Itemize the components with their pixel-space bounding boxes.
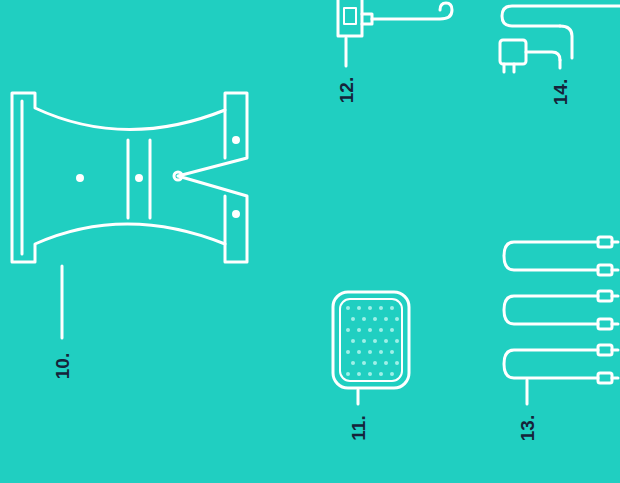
pad-dot — [390, 350, 394, 354]
pad-dot — [357, 328, 361, 332]
callout-number: 14. — [551, 79, 570, 105]
callout-number: 11. — [349, 415, 368, 440]
callout-number: 10. — [53, 353, 72, 379]
pad-dot — [384, 339, 388, 343]
pad-dot — [379, 350, 383, 354]
pad-dot — [351, 339, 355, 343]
pad-dot — [368, 350, 372, 354]
pad-dot — [390, 306, 394, 310]
pad-dot — [368, 328, 372, 332]
stand-drawing — [12, 93, 247, 338]
pad-dot — [346, 350, 350, 354]
pad-dot — [384, 317, 388, 321]
pad-dot — [368, 372, 372, 376]
pad-dot — [362, 361, 366, 365]
pad-dot — [362, 339, 366, 343]
pad-dot — [368, 306, 372, 310]
pad-drawing — [333, 292, 409, 404]
clip-drawing — [338, 0, 452, 66]
pad-dot — [379, 306, 383, 310]
pad-dot — [379, 328, 383, 332]
pad-dot — [362, 317, 366, 321]
pad-dot — [351, 317, 355, 321]
callout-number: 12. — [337, 77, 356, 103]
pad-dot — [384, 361, 388, 365]
pad-dot — [390, 328, 394, 332]
callout-number: 13. — [518, 415, 537, 441]
pad-dot — [351, 361, 355, 365]
pad-dot — [373, 339, 377, 343]
pad-dot — [346, 328, 350, 332]
pad-dot — [357, 306, 361, 310]
pad-dot — [346, 372, 350, 376]
pad-dot — [357, 350, 361, 354]
cables-drawing — [504, 237, 618, 404]
pad-dot — [395, 317, 399, 321]
pad-dot — [395, 361, 399, 365]
pad-dot — [379, 372, 383, 376]
pad-dot — [357, 372, 361, 376]
pad-dot — [373, 317, 377, 321]
pad-dot — [390, 372, 394, 376]
pad-dot — [346, 306, 350, 310]
pad-dot — [395, 339, 399, 343]
power-adapter-drawing — [500, 6, 620, 72]
pad-dot — [373, 361, 377, 365]
